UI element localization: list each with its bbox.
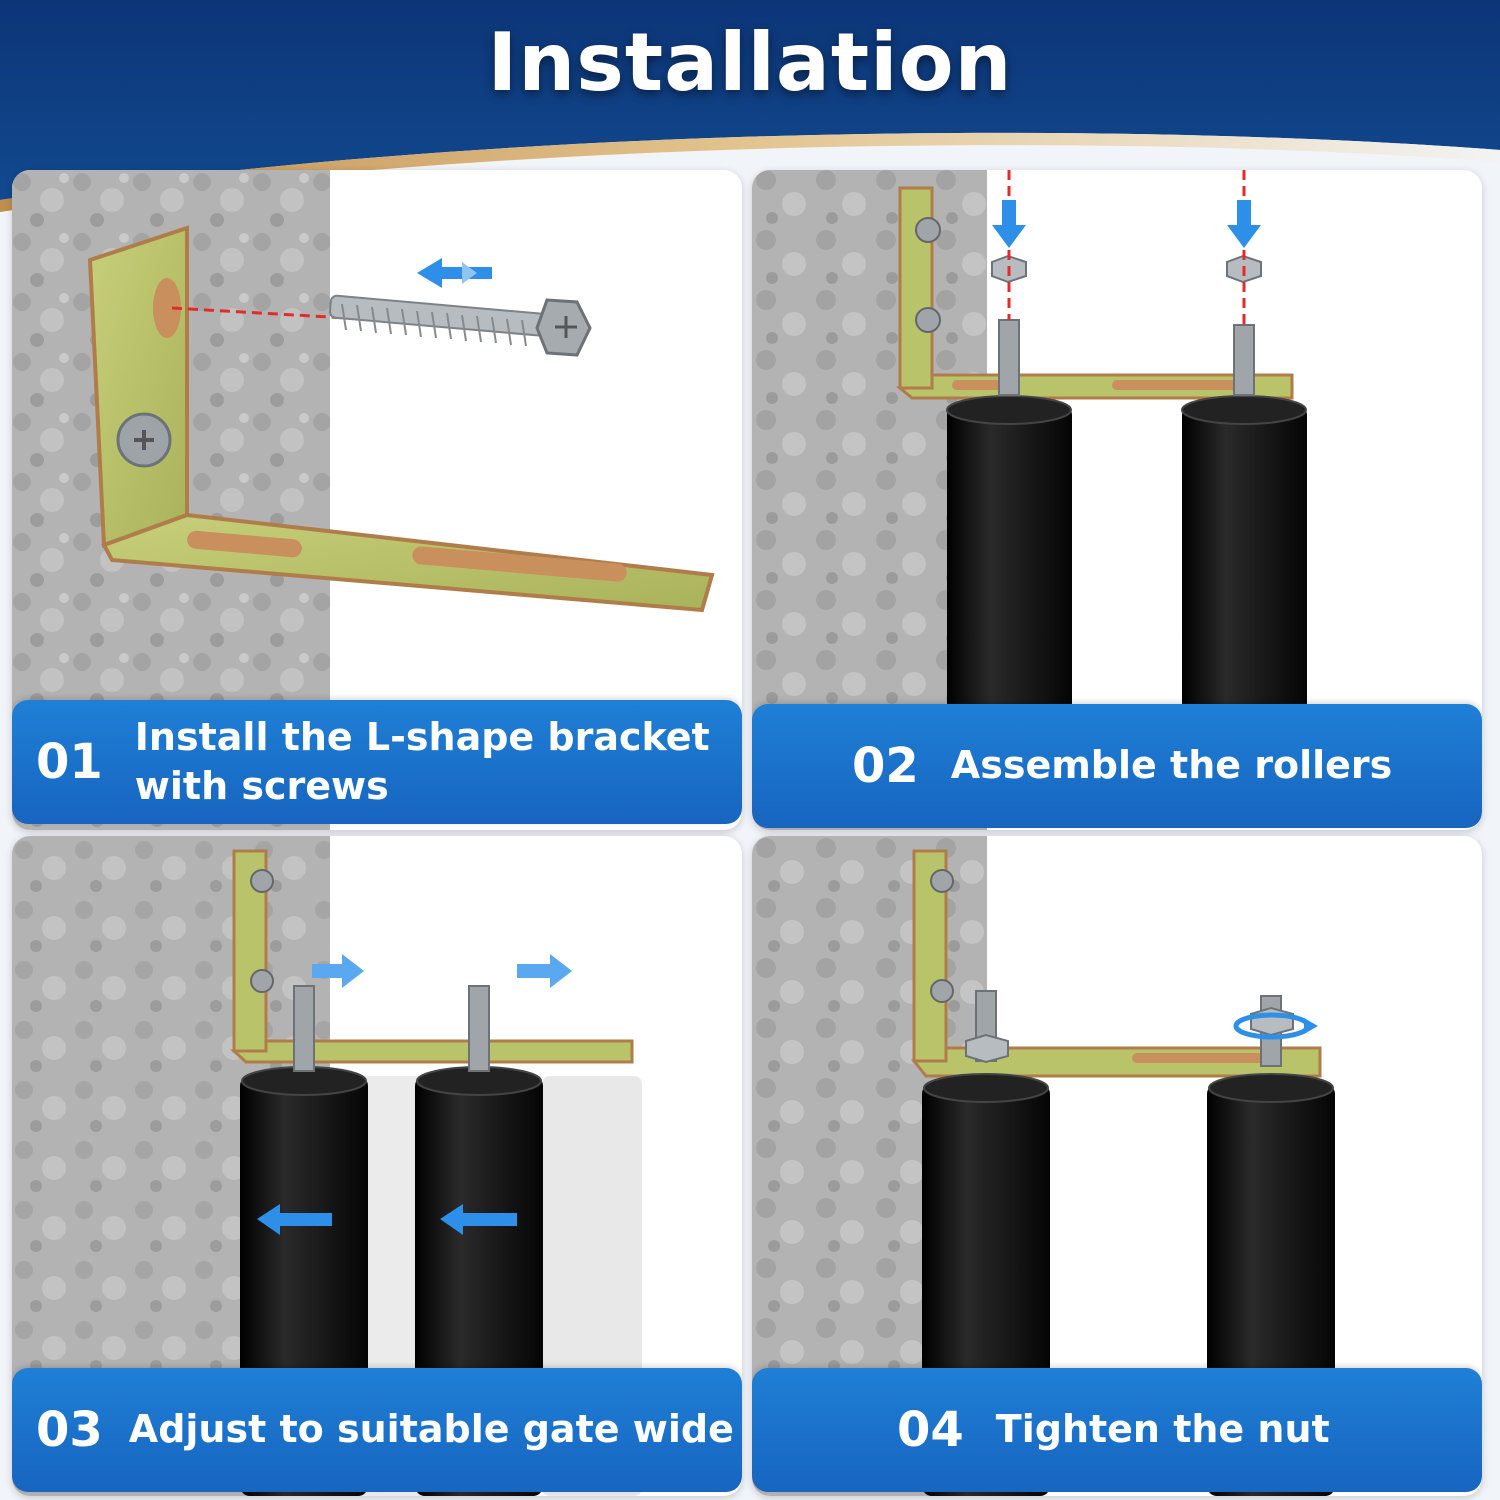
step-number: 01 bbox=[36, 734, 103, 790]
step-caption-3: 03 Adjust to suitable gate wide bbox=[12, 1368, 742, 1492]
step-label: Tighten the nut bbox=[995, 1407, 1330, 1452]
step-caption-2: 02 Assemble the rollers bbox=[752, 704, 1482, 828]
rotate-arrow-icon bbox=[1233, 1012, 1318, 1040]
arrow-down-icon bbox=[1227, 200, 1261, 248]
step-caption-4: 04 Tighten the nut bbox=[752, 1368, 1482, 1492]
arrow-left-icon bbox=[417, 258, 492, 288]
nut bbox=[965, 1033, 1009, 1064]
arrow-down-icon bbox=[992, 200, 1026, 248]
step-panel-3: 03 Adjust to suitable gate wide bbox=[12, 836, 742, 1496]
roller bbox=[947, 405, 1072, 800]
step-number: 04 bbox=[897, 1402, 964, 1458]
roller bbox=[1182, 405, 1307, 800]
step-panel-1: 01 Install the L-shape bracket with scre… bbox=[12, 170, 742, 830]
step-label: Adjust to suitable gate wide bbox=[128, 1407, 734, 1452]
step-label-line2: with screws bbox=[134, 764, 389, 808]
arrow-left-icon bbox=[440, 1204, 517, 1235]
step-panel-4: 04 Tighten the nut bbox=[752, 836, 1482, 1496]
step-caption-1: 01 Install the L-shape bracket with scre… bbox=[12, 700, 742, 824]
step-label: Install the L-shape bracket bbox=[134, 714, 710, 759]
page-title: Installation bbox=[487, 16, 1013, 109]
nut bbox=[1250, 1006, 1294, 1037]
arrow-left-icon bbox=[257, 1204, 332, 1235]
l-bracket bbox=[87, 225, 189, 548]
step-label: Assemble the rollers bbox=[950, 743, 1393, 788]
arrow-right-icon bbox=[517, 954, 572, 988]
screw bbox=[328, 294, 557, 338]
step-number: 02 bbox=[852, 738, 919, 794]
step-number: 03 bbox=[36, 1402, 103, 1458]
arrow-right-icon bbox=[312, 954, 364, 988]
step-panel-2: 02 Assemble the rollers bbox=[752, 170, 1482, 830]
